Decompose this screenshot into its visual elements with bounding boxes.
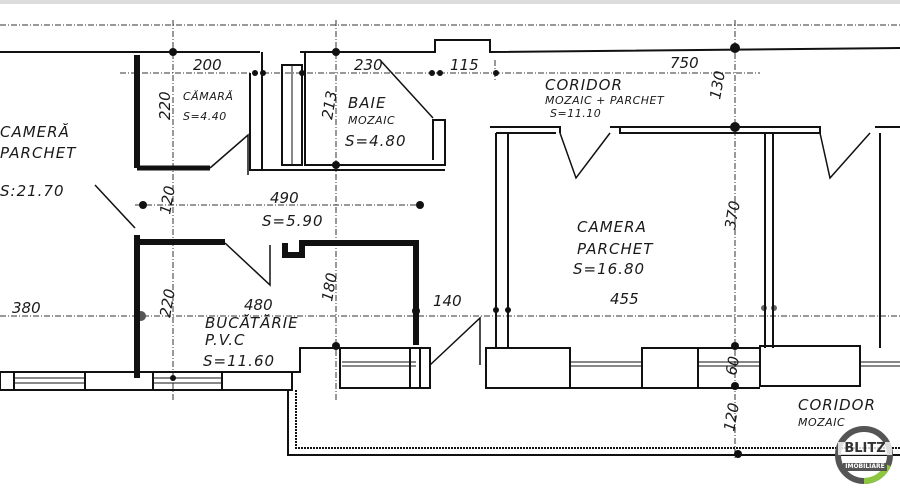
svg-text:P.V.C: P.V.C [205, 331, 246, 349]
room-label-baie: BAIE MOZAIC S=4.80 [345, 94, 407, 150]
hall-area-label: S=5.90 [262, 212, 324, 230]
svg-text:180: 180 [318, 271, 341, 302]
svg-text:BAIE: BAIE [348, 94, 386, 112]
room-label-camera-main: CAMERA PARCHET S=16.80 [573, 218, 654, 278]
svg-text:CAMERA: CAMERA [577, 218, 647, 236]
svg-text:CAMERĂ: CAMERĂ [0, 122, 70, 141]
svg-text:S=11.60: S=11.60 [203, 352, 275, 370]
svg-text:455: 455 [610, 290, 639, 308]
svg-text:PARCHET: PARCHET [577, 240, 654, 258]
svg-text:S=16.80: S=16.80 [573, 260, 645, 278]
svg-text:60: 60 [722, 355, 743, 377]
dimension-labels: 200 230 115 750 130 220 213 490 120 370 … [12, 54, 744, 433]
svg-text:MOZAIC: MOZAIC [798, 416, 845, 429]
svg-text:S:21.70: S:21.70 [0, 182, 65, 200]
svg-text:CĂMARĂ: CĂMARĂ [183, 90, 233, 103]
svg-text:490: 490 [270, 189, 299, 207]
svg-text:MOZAIC + PARCHET: MOZAIC + PARCHET [545, 94, 665, 107]
watermark-brand: BLITZ [838, 442, 892, 455]
svg-text:120: 120 [156, 184, 179, 215]
svg-text:S=11.10: S=11.10 [550, 107, 601, 120]
svg-text:220: 220 [156, 287, 179, 318]
svg-text:CORIDOR: CORIDOR [545, 76, 623, 94]
svg-text:480: 480 [244, 296, 273, 314]
watermark-sub: IMOBILIARE [843, 463, 887, 471]
svg-text:140: 140 [433, 292, 462, 310]
room-label-bucatarie: BUCĂTĂRIE P.V.C S=11.60 [203, 313, 299, 370]
svg-text:PARCHET: PARCHET [0, 144, 77, 162]
scan-top-edge [0, 0, 900, 4]
door-swings [94, 59, 871, 366]
svg-text:S=4.80: S=4.80 [345, 132, 407, 150]
room-label-camara: CĂMARĂ S=4.40 [183, 90, 233, 123]
svg-text:380: 380 [12, 299, 41, 317]
svg-text:370: 370 [721, 199, 744, 230]
svg-text:CORIDOR: CORIDOR [798, 396, 876, 414]
svg-text:130: 130 [706, 69, 729, 100]
svg-text:MOZAIC: MOZAIC [348, 114, 395, 127]
svg-text:115: 115 [450, 56, 479, 74]
walls [0, 39, 900, 456]
svg-text:S=4.40: S=4.40 [183, 110, 227, 123]
watermark-logo: BLITZ IMOBILIARE [838, 442, 892, 471]
svg-text:213: 213 [318, 89, 341, 120]
room-label-coridor: CORIDOR MOZAIC + PARCHET S=11.10 [545, 76, 665, 120]
svg-text:230: 230 [354, 56, 383, 74]
svg-text:BUCĂTĂRIE: BUCĂTĂRIE [205, 313, 299, 332]
svg-text:200: 200 [193, 56, 222, 74]
svg-text:120: 120 [720, 401, 743, 432]
room-label-coridor-bottom: CORIDOR MOZAIC [798, 396, 876, 429]
svg-text:220: 220 [156, 91, 174, 120]
watermark-ring [835, 426, 893, 484]
room-label-camera-left: CAMERĂ PARCHET S:21.70 [0, 122, 77, 200]
svg-text:750: 750 [670, 54, 699, 72]
